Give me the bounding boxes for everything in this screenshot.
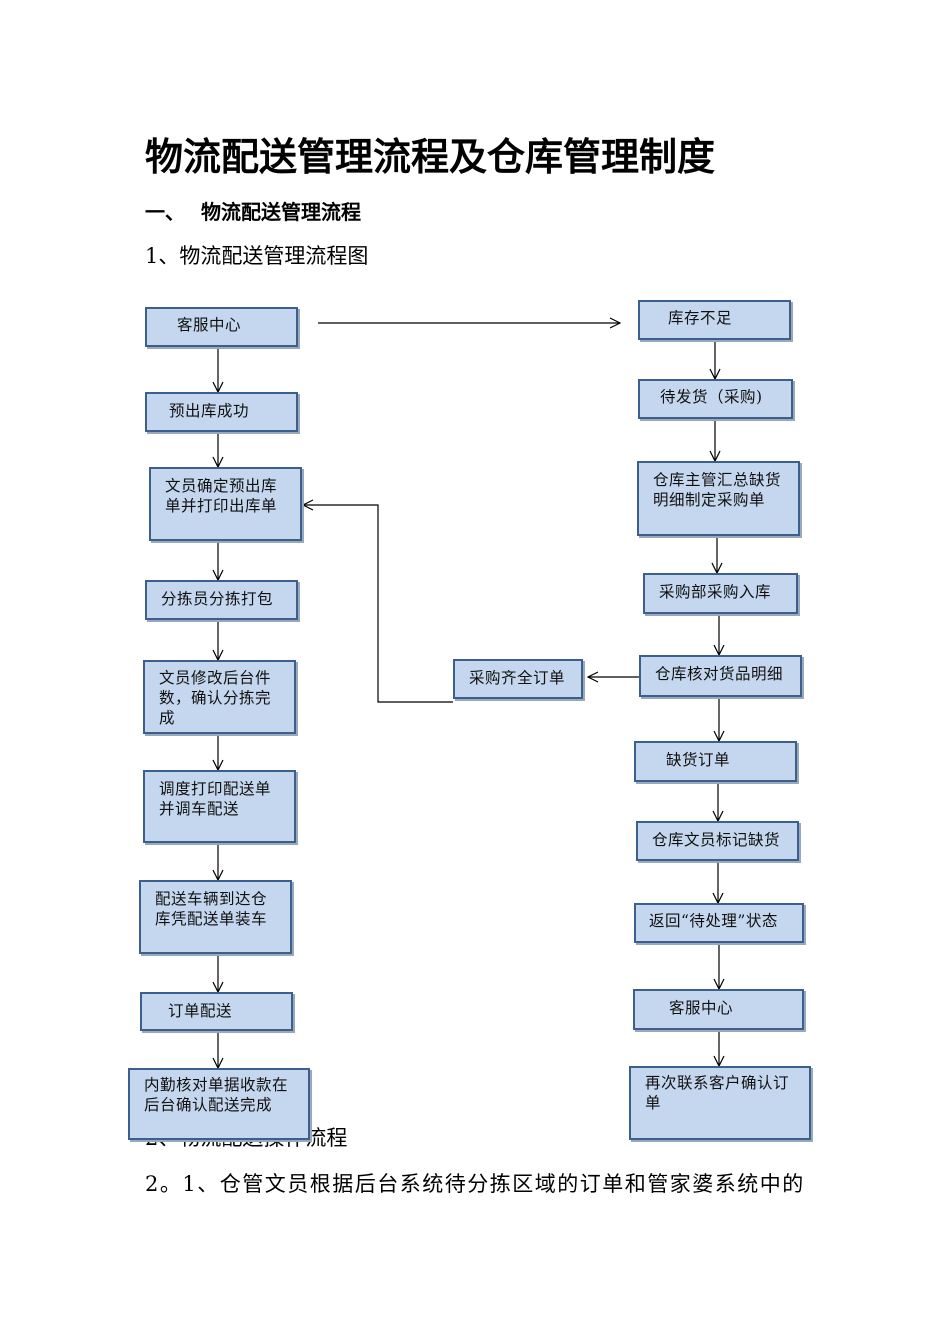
box-order-delivery: 订单配送 (140, 992, 293, 1031)
paragraph-2-1: 2。1、仓管文员根据后台系统待分拣区域的订单和管家婆系统中的 (145, 1172, 805, 1196)
box-insufficient-stock: 库存不足 (638, 300, 791, 340)
box-shortage-order: 缺货订单 (634, 741, 797, 782)
box-customer-service-2: 客服中心 (633, 989, 804, 1030)
box-return-pending: 返回“待处理”状态 (634, 903, 804, 943)
box-label: 采购部采购入库 (659, 583, 772, 601)
box-clerk-confirm-print: 文员确定预出库单并打印出库单 (149, 467, 302, 541)
box-vehicle-arrive: 配送车辆到达仓库凭配送单装车 (139, 880, 292, 954)
box-warehouse-check-goods: 仓库核对货品明细 (639, 655, 802, 697)
box-pre-outbound-success: 预出库成功 (145, 392, 298, 432)
box-manager-summarize: 仓库主管汇总缺货明细制定采购单 (637, 461, 800, 536)
box-purchase-complete-order: 采购齐全订单 (453, 659, 583, 699)
box-customer-service: 客服中心 (145, 307, 298, 347)
box-label: 仓库核对货品明细 (655, 665, 784, 683)
box-label: 分拣员分拣打包 (161, 590, 274, 608)
box-clerk-modify-count: 文员修改后台件数，确认分拣完成 (143, 660, 296, 734)
box-label: 返回“待处理”状态 (649, 912, 778, 930)
box-clerk-mark-shortage: 仓库文员标记缺货 (636, 821, 799, 861)
box-label: 客服中心 (177, 316, 242, 334)
section-heading: 一、物流配送管理流程 (145, 196, 361, 225)
section-title: 物流配送管理流程 (201, 200, 361, 224)
box-label: 库存不足 (668, 309, 733, 327)
page-title: 物流配送管理流程及仓库管理制度 (145, 134, 716, 179)
box-label: 仓库文员标记缺货 (652, 831, 781, 849)
arrow-back-to-clerk (301, 499, 453, 703)
box-label: 仓库主管汇总缺货明细制定采购单 (653, 471, 782, 509)
box-label: 文员确定预出库单并打印出库单 (165, 477, 278, 515)
box-purchasing-inbound: 采购部采购入库 (643, 573, 798, 614)
box-label: 采购齐全订单 (469, 669, 566, 687)
box-label: 文员修改后台件数，确认分拣完成 (159, 669, 272, 727)
box-label: 订单配送 (168, 1002, 233, 1020)
box-contact-customer-again: 再次联系客户确认订单 (629, 1066, 811, 1140)
subsection-heading-flowchart: 1、物流配送管理流程图 (145, 244, 369, 268)
box-label: 调度打印配送单并调车配送 (159, 780, 272, 818)
section-number: 一、 (145, 200, 185, 224)
box-dispatch-print: 调度打印配送单并调车配送 (143, 770, 296, 843)
box-label: 再次联系客户确认订单 (645, 1074, 790, 1112)
box-label: 配送车辆到达仓库凭配送单装车 (155, 890, 268, 928)
box-label: 待发货（采购) (660, 388, 763, 406)
box-label: 客服中心 (669, 999, 734, 1017)
box-office-verify-payment: 内勤核对单据收款在后台确认配送完成 (128, 1068, 310, 1140)
box-label: 预出库成功 (169, 402, 250, 420)
box-pending-shipment-purchase: 待发货（采购) (638, 379, 793, 419)
box-sorter-pack: 分拣员分拣打包 (145, 580, 298, 620)
box-label: 缺货订单 (666, 751, 731, 769)
box-label: 内勤核对单据收款在后台确认配送完成 (144, 1076, 289, 1114)
